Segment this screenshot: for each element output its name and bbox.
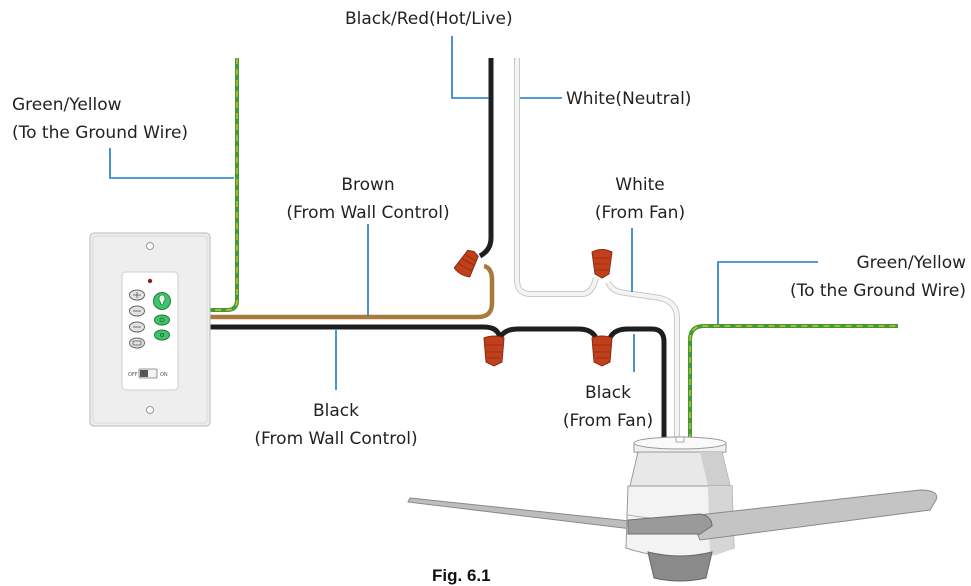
label-hot: Black/Red(Hot/Live) xyxy=(345,9,513,29)
label-neutral: White(Neutral) xyxy=(566,89,691,109)
neutral-wire xyxy=(514,58,599,297)
top-screw-icon xyxy=(146,242,154,250)
label-brown-line1: Brown xyxy=(341,175,394,195)
leader-ground-left xyxy=(109,148,234,179)
brown-wire xyxy=(210,263,495,320)
fan-label-tag xyxy=(675,436,685,443)
power-switch-knob xyxy=(140,370,148,377)
fan-off-button[interactable] xyxy=(129,337,145,349)
light-bulb-icon xyxy=(158,294,166,305)
fan-blade-icon xyxy=(133,292,141,298)
label-black-wall-line2: (From Wall Control) xyxy=(254,429,417,449)
indicator-led-icon xyxy=(147,278,153,284)
light-dim-down-button[interactable] xyxy=(154,329,170,341)
ground-wire-right xyxy=(688,324,898,440)
figure-caption: Fig. 6.1 xyxy=(432,566,491,585)
label-brown-line2: (From Wall Control) xyxy=(286,203,449,223)
ceiling-fan xyxy=(407,436,938,582)
label-white-fan-line2: (From Fan) xyxy=(595,203,685,223)
black-jumper-wire xyxy=(497,326,599,340)
wire-nut-black-wall xyxy=(483,335,505,367)
bottom-screw-icon xyxy=(146,406,154,414)
wire-nut-black-fan xyxy=(591,335,613,367)
light-dim-up-button[interactable] xyxy=(154,314,170,326)
label-ground-right-line1: Green/Yellow xyxy=(856,253,966,273)
black-fan-wire xyxy=(607,326,667,440)
label-black-fan-line2: (From Fan) xyxy=(563,411,653,431)
switch-on-label: ON xyxy=(160,372,168,378)
label-black-wall-line1: Black xyxy=(313,401,359,421)
label-ground-left-line1: Green/Yellow xyxy=(12,95,122,115)
fan-blade-arm xyxy=(627,513,713,535)
wall-control: OFF ON xyxy=(89,232,211,427)
fan-light-kit xyxy=(647,551,713,582)
label-white-fan-line1: White xyxy=(615,175,664,195)
wire-nut-neutral xyxy=(591,249,613,279)
ground-wire-left xyxy=(210,58,239,312)
label-ground-left-line2: (To the Ground Wire) xyxy=(12,123,188,143)
sun-icon xyxy=(160,333,164,337)
switch-off-label: OFF xyxy=(128,372,138,378)
fan-blade-left xyxy=(407,497,641,531)
power-icon xyxy=(132,340,142,346)
leader-hot xyxy=(451,36,489,99)
hot-wire xyxy=(478,58,494,259)
label-ground-right-line2: (To the Ground Wire) xyxy=(790,281,966,301)
sun-icon xyxy=(159,317,165,323)
white-fan-wire xyxy=(605,280,680,440)
fan-motor-shading xyxy=(700,452,730,486)
black-wire-wall xyxy=(210,324,503,339)
wire-nut-hot xyxy=(453,249,479,278)
leader-ground-right xyxy=(717,261,818,324)
label-black-fan-line1: Black xyxy=(585,383,631,403)
fan-blade-right xyxy=(689,489,938,541)
